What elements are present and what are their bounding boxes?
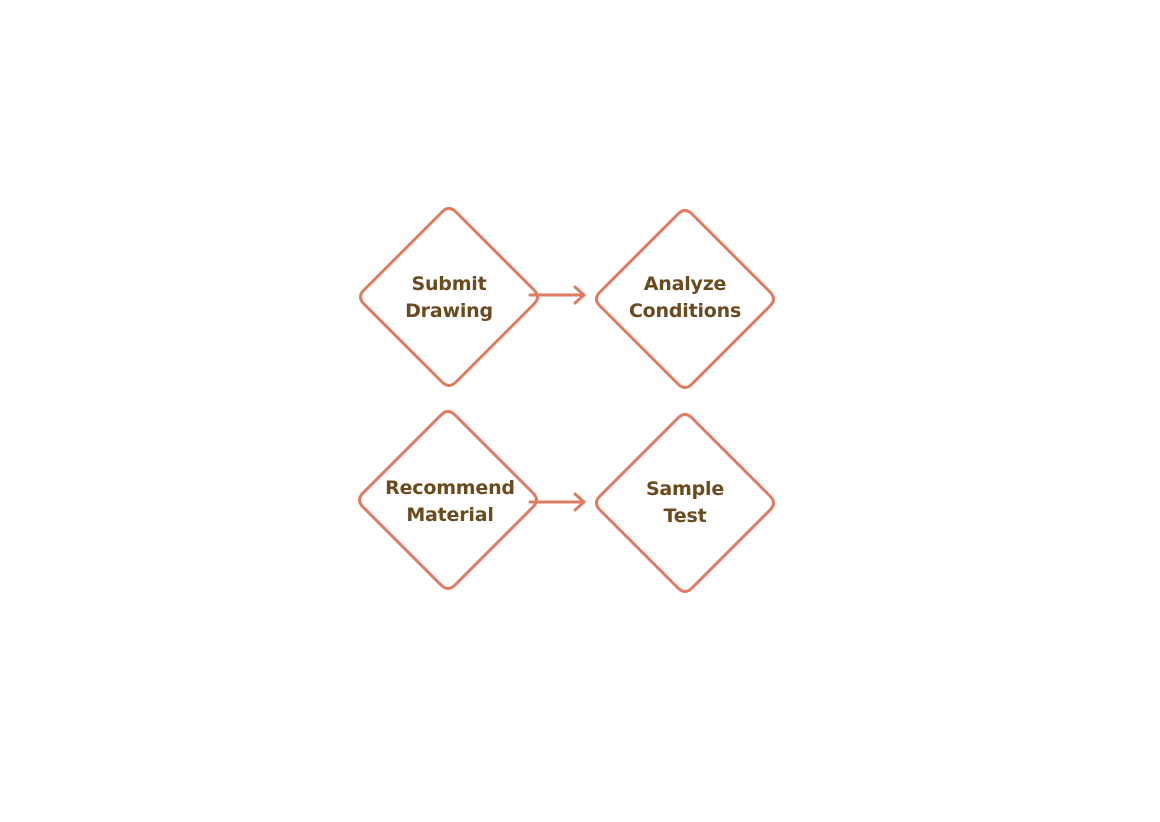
node-label-line: Analyze: [643, 273, 727, 295]
node-label-line: Submit: [411, 273, 487, 295]
diamond-submit-drawing[interactable]: [359, 207, 539, 387]
arrow-recommend-to-sample: [528, 492, 586, 512]
diamond-sample-test[interactable]: [595, 413, 775, 593]
node-label-submit-drawing: Submit Drawing: [364, 271, 534, 325]
node-label-analyze-conditions: Analyze Conditions: [600, 271, 770, 325]
node-label-sample-test: Sample Test: [600, 476, 770, 530]
node-label-recommend-material: Recommend Material: [365, 475, 535, 529]
node-label-line: Conditions: [628, 300, 742, 322]
node-label-line: Sample: [645, 478, 725, 500]
arrow-submit-to-analyze: [528, 285, 586, 305]
node-label-line: Recommend: [385, 477, 515, 499]
diamond-analyze-conditions[interactable]: [595, 209, 775, 389]
node-label-line: Drawing: [405, 300, 493, 322]
node-label-line: Test: [663, 505, 707, 527]
node-label-line: Material: [406, 504, 494, 526]
diamond-recommend-material[interactable]: [358, 410, 538, 590]
